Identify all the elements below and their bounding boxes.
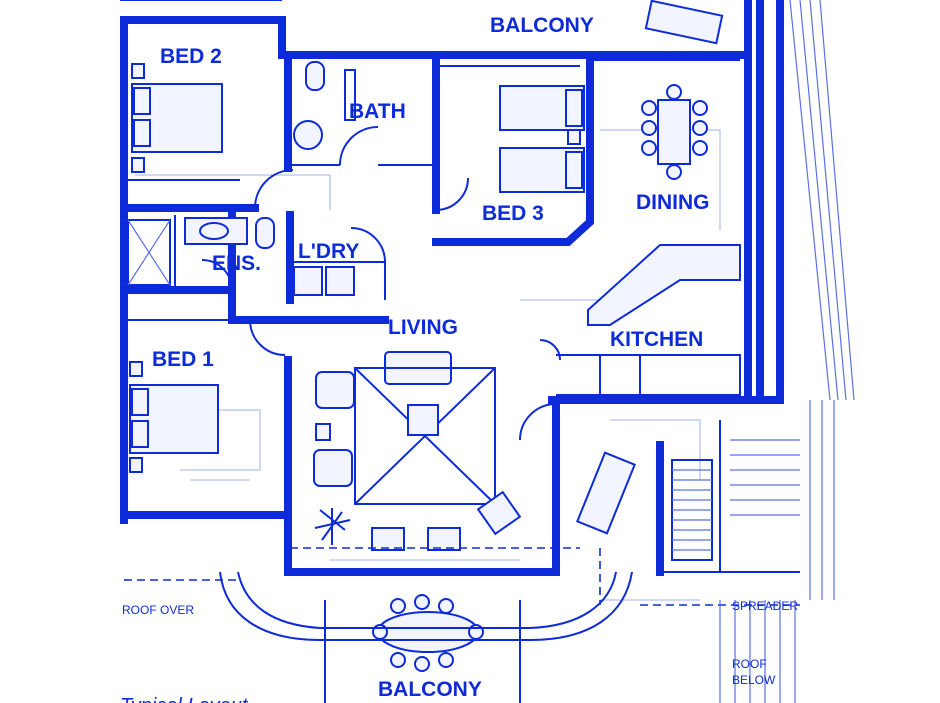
lounger-right [576, 451, 636, 535]
plant [314, 508, 351, 545]
balcony-lounger-top [644, 0, 724, 45]
label-dining: DINING [636, 191, 710, 214]
balcony-table [377, 611, 479, 653]
balcony-outlines [120, 0, 855, 703]
notes: ROOF OVER SPREADER ROOF BELOW Typical La… [120, 599, 798, 703]
note-spreader: SPREADER [732, 599, 798, 613]
doors [201, 126, 561, 441]
label-ens: ENS. [212, 252, 261, 275]
shower [127, 219, 171, 286]
label-balcony-bottom: BALCONY [378, 678, 482, 701]
kitchen-island [587, 244, 741, 326]
armchair-1 [315, 371, 355, 409]
rug [354, 367, 496, 505]
caption-typical-layout: Typical Layout [120, 695, 249, 703]
basin [293, 120, 323, 150]
label-ldry: L'DRY [298, 240, 359, 263]
label-bed1: BED 1 [152, 348, 214, 371]
label-bed3: BED 3 [482, 202, 544, 225]
armchair-2 [313, 449, 353, 487]
room-labels: BALCONY BED 2 BATH BED 3 DINING ENS. L'D… [152, 14, 710, 701]
label-living: LIVING [388, 316, 458, 339]
ens-vanity [184, 217, 248, 245]
interior-walls [120, 51, 800, 576]
label-bath: BATH [349, 100, 406, 123]
dining-table [657, 99, 691, 165]
note-roof-over: ROOF OVER [122, 603, 194, 617]
toilet [305, 61, 325, 91]
ens-toilet [255, 217, 275, 249]
exterior-walls [120, 0, 784, 576]
label-bed2: BED 2 [160, 45, 222, 68]
note-roof-below-2: BELOW [732, 673, 776, 687]
staircase [671, 439, 800, 561]
label-kitchen: KITCHEN [610, 328, 703, 351]
label-balcony-top: BALCONY [490, 14, 594, 37]
furniture [127, 0, 741, 672]
note-roof-below-1: ROOF [732, 657, 767, 671]
